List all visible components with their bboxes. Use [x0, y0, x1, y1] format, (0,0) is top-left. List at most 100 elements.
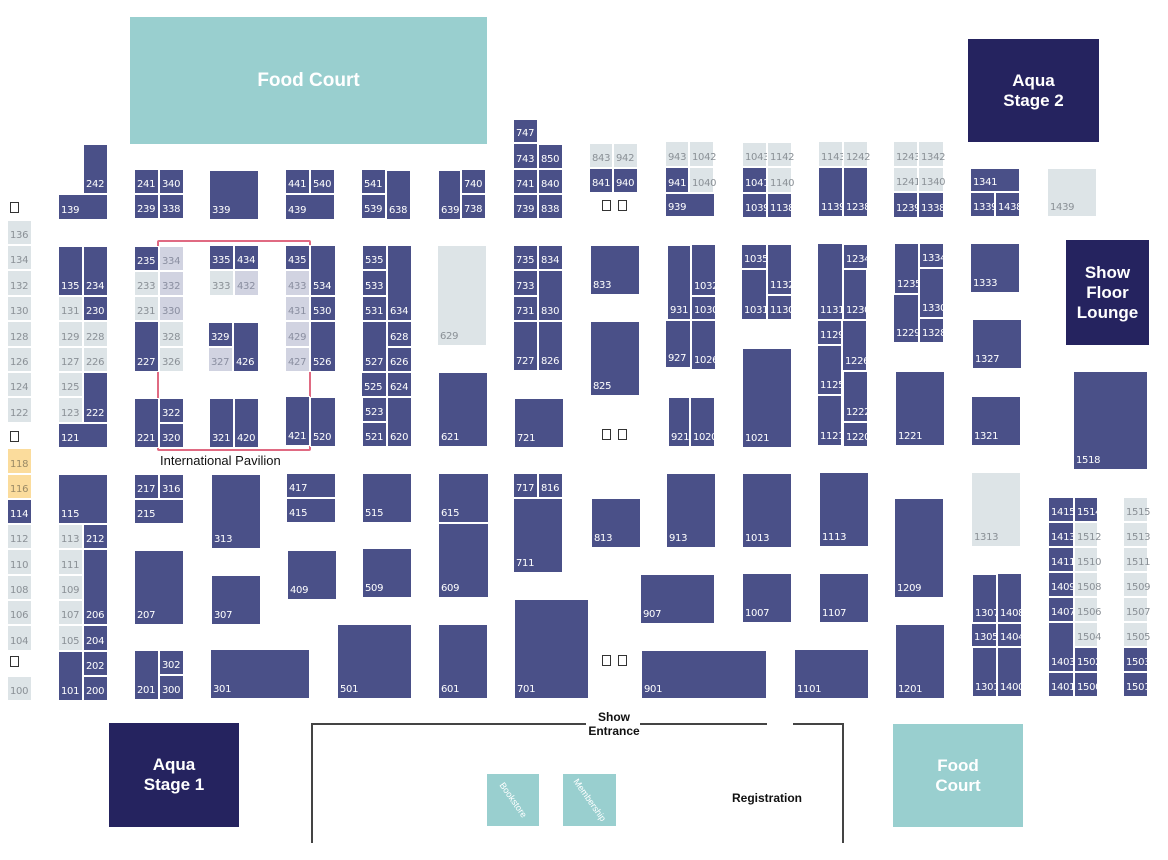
booth-1101[interactable]: 1101 [794, 649, 869, 699]
booth-1221[interactable]: 1221 [895, 371, 945, 446]
booth-1401[interactable]: 1401 [1048, 672, 1076, 697]
booth-326[interactable]: 326 [159, 347, 184, 372]
booth-1327[interactable]: 1327 [972, 319, 1022, 369]
booth-521[interactable]: 521 [362, 422, 387, 447]
booth-834[interactable]: 834 [538, 245, 563, 270]
booth-711[interactable]: 711 [513, 498, 563, 573]
booth-1013[interactable]: 1013 [742, 473, 792, 548]
booth-539[interactable]: 539 [361, 194, 386, 219]
booth-100[interactable]: 100 [7, 676, 32, 701]
booth-1140[interactable]: 1140 [767, 167, 795, 193]
aqua-stage-1[interactable]: Aqua Stage 1 [109, 723, 239, 827]
booth-221[interactable]: 221 [134, 398, 159, 448]
booth-431[interactable]: 431 [285, 296, 310, 321]
booth-1043[interactable]: 1043 [742, 142, 770, 167]
booth-534[interactable]: 534 [310, 245, 336, 296]
booth-1235[interactable]: 1235 [894, 243, 922, 294]
booth-124[interactable]: 124 [7, 372, 32, 397]
booth-420[interactable]: 420 [234, 398, 259, 448]
booth-328[interactable]: 328 [159, 321, 184, 347]
booth-202[interactable]: 202 [83, 651, 108, 676]
booth-1513[interactable]: 1513 [1123, 522, 1151, 547]
booth-1107[interactable]: 1107 [819, 573, 869, 623]
booth-638[interactable]: 638 [386, 170, 411, 220]
booth-1142[interactable]: 1142 [767, 142, 795, 167]
booth-1341[interactable]: 1341 [970, 168, 1020, 192]
booth-1129[interactable]: 1129 [817, 320, 845, 345]
booth-927[interactable]: 927 [665, 320, 691, 368]
booth-330[interactable]: 330 [159, 296, 184, 321]
booth-435[interactable]: 435 [285, 245, 310, 270]
booth-1238[interactable]: 1238 [843, 167, 871, 217]
booth-230[interactable]: 230 [83, 296, 108, 321]
booth-207[interactable]: 207 [134, 550, 184, 625]
show-floor-lounge[interactable]: Show Floor Lounge [1066, 240, 1149, 345]
booth-913[interactable]: 913 [666, 473, 716, 548]
membership[interactable]: Membership [563, 774, 616, 826]
booth-417[interactable]: 417 [286, 473, 336, 498]
booth-121[interactable]: 121 [58, 423, 108, 448]
booth-426[interactable]: 426 [233, 322, 259, 372]
booth-132[interactable]: 132 [7, 270, 32, 296]
booth-535[interactable]: 535 [362, 245, 387, 270]
booth-526[interactable]: 526 [310, 321, 336, 372]
booth-1328[interactable]: 1328 [919, 318, 947, 343]
booth-840[interactable]: 840 [538, 169, 563, 194]
booth-733[interactable]: 733 [513, 270, 538, 296]
booth-1507[interactable]: 1507 [1123, 597, 1151, 622]
booth-340[interactable]: 340 [159, 169, 184, 194]
booth-122[interactable]: 122 [7, 397, 32, 423]
booth-509[interactable]: 509 [362, 548, 412, 598]
booth-409[interactable]: 409 [287, 550, 337, 600]
aqua-stage-2[interactable]: Aqua Stage 2 [968, 39, 1099, 142]
booth-333[interactable]: 333 [209, 270, 234, 296]
booth-104[interactable]: 104 [7, 625, 32, 651]
booth-609[interactable]: 609 [438, 523, 489, 598]
booth-1409[interactable]: 1409 [1048, 572, 1076, 597]
booth-1413[interactable]: 1413 [1048, 522, 1076, 547]
booth-739[interactable]: 739 [513, 194, 538, 219]
booth-830[interactable]: 830 [538, 270, 563, 321]
booth-525[interactable]: 525 [361, 372, 387, 397]
booth-1404[interactable]: 1404 [997, 623, 1025, 647]
booth-841[interactable]: 841 [589, 168, 613, 193]
booth-118[interactable]: 118 [7, 448, 32, 474]
booth-136[interactable]: 136 [7, 220, 32, 245]
booth-527[interactable]: 527 [362, 321, 387, 372]
booth-520[interactable]: 520 [310, 397, 336, 447]
booth-1201[interactable]: 1201 [895, 624, 945, 699]
booth-116[interactable]: 116 [7, 474, 32, 499]
booth-1307[interactable]: 1307 [972, 574, 1000, 623]
booth-338[interactable]: 338 [159, 194, 184, 219]
booth-134[interactable]: 134 [7, 245, 32, 270]
booth-1313[interactable]: 1313 [971, 472, 1021, 547]
booth-321[interactable]: 321 [209, 398, 234, 448]
booth-1143[interactable]: 1143 [818, 141, 846, 167]
booth-826[interactable]: 826 [538, 321, 563, 371]
booth-441[interactable]: 441 [285, 169, 310, 194]
booth-1021[interactable]: 1021 [742, 348, 792, 448]
booth-222[interactable]: 222 [83, 372, 108, 423]
booth-111[interactable]: 111 [58, 549, 83, 575]
booth-1500[interactable]: 1500 [1074, 672, 1102, 697]
booth-125[interactable]: 125 [58, 372, 83, 397]
booth-320[interactable]: 320 [159, 423, 184, 448]
booth-1035[interactable]: 1035 [741, 244, 769, 269]
booth-1220[interactable]: 1220 [843, 422, 871, 447]
booth-743[interactable]: 743 [513, 143, 538, 169]
booth-130[interactable]: 130 [7, 296, 32, 321]
booth-1132[interactable]: 1132 [767, 244, 795, 295]
booth-1403[interactable]: 1403 [1048, 622, 1076, 672]
booth-433[interactable]: 433 [285, 270, 310, 296]
booth-1226[interactable]: 1226 [842, 320, 870, 371]
booth-1234[interactable]: 1234 [843, 244, 871, 269]
booth-1222[interactable]: 1222 [843, 371, 871, 422]
booth-1505[interactable]: 1505 [1123, 622, 1151, 647]
booth-624[interactable]: 624 [387, 372, 412, 397]
booth-1518[interactable]: 1518 [1073, 371, 1148, 470]
booth-942[interactable]: 942 [613, 143, 638, 168]
booth-1503[interactable]: 1503 [1123, 647, 1151, 672]
booth-1411[interactable]: 1411 [1048, 547, 1076, 572]
booth-127[interactable]: 127 [58, 347, 83, 372]
booth-212[interactable]: 212 [83, 524, 108, 549]
